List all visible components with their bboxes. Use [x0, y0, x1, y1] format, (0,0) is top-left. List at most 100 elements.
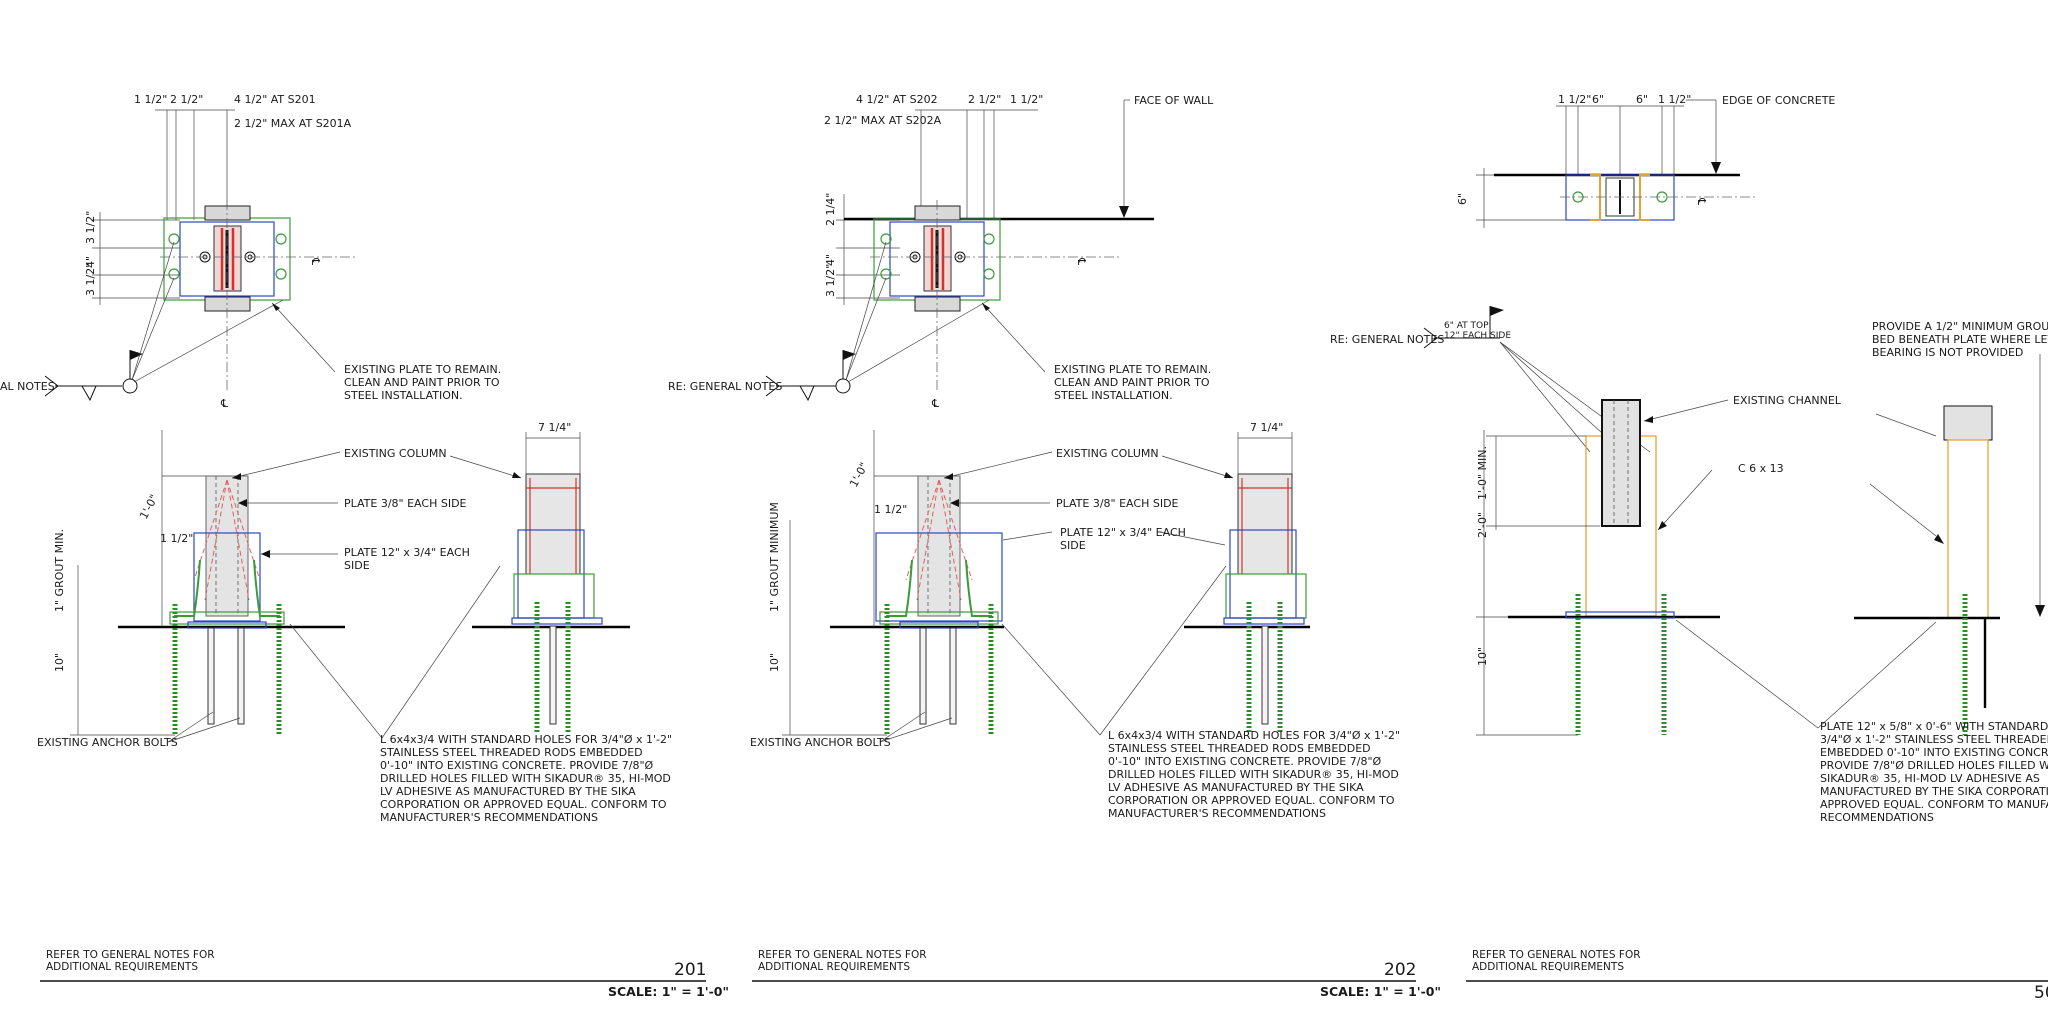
top-note-1: 6" AT TOP [1444, 321, 1489, 331]
general-notes-ref: AL NOTES [0, 380, 55, 393]
dim-grout-min: 1" GROUT MIN. [53, 529, 66, 612]
dim-grout-minimum: 1" GROUT MINIMUM [768, 502, 781, 612]
general-notes-ref: RE: GENERAL NOTES [1330, 333, 1444, 346]
dim-1-1-2-b: 1 1/2" [1658, 93, 1691, 106]
general-notes-ref: RE: GENERAL NOTES [668, 380, 782, 393]
dim-1-1-2: 1 1/2" [1010, 93, 1043, 106]
existing-column-label: EXISTING COLUMN [344, 447, 447, 460]
dim-1-0: 1'-0" [847, 460, 871, 489]
vdim-6: 6" [1456, 193, 1469, 205]
face-of-wall-label: FACE OF WALL [1134, 94, 1214, 107]
dim-2-1-2-max-s201a: 2 1/2" MAX AT S201A [234, 117, 352, 130]
plate-note-4: PROVIDE 7/8"Ø DRILLED HOLES FILLED WITH [1820, 759, 2048, 772]
angle-note-4: DRILLED HOLES FILLED WITH SIKADUR® 35, H… [1108, 768, 1399, 781]
dim-1-0: 1'-0" [137, 492, 161, 521]
existing-column-label: EXISTING COLUMN [1056, 447, 1159, 460]
refer-line-1: REFER TO GENERAL NOTES FOR [46, 949, 215, 961]
plate-note-203: PLATE 12" x 5/8" x 0'-6" WITH STANDARD H… [1820, 720, 2048, 824]
refer-line-2: ADDITIONAL REQUIREMENTS [46, 961, 198, 973]
angle-note-5: LV ADHESIVE AS MANUFACTURED BY THE SIKA [1108, 781, 1364, 794]
centerline-mark-bottom: ℄ [931, 397, 939, 410]
angle-note-7: MANUFACTURER'S RECOMMENDATIONS [380, 811, 598, 824]
dim-1-1-2-elev: 1 1/2" [160, 532, 193, 545]
plate-note-line-3: STEEL INSTALLATION. [344, 389, 463, 402]
channel-label: C 6 x 13 [1738, 462, 1784, 475]
dim-10: 10" [1476, 647, 1489, 666]
side-elevation-201: 7 1/4" [449, 421, 630, 732]
angle-note-4: DRILLED HOLES FILLED WITH SIKADUR® 35, H… [380, 772, 671, 785]
dim-6-a: 6" [1592, 93, 1604, 106]
plate-note-7: APPROVED EQUAL. CONFORM TO MANUFACTURER'… [1820, 798, 2048, 811]
dim-6-b: 6" [1636, 93, 1648, 106]
plan-view-201: 1 1/2" 2 1/2" 4 1/2" AT S201 2 1/2" MAX … [0, 93, 501, 410]
plate-12-label-2: SIDE [1060, 539, 1086, 552]
plate-12-label-2: SIDE [344, 559, 370, 572]
dim-1-0-min: 1'-0" MIN. [1476, 446, 1489, 500]
detail-number: 202 [1384, 960, 1416, 980]
centerline-mark: ℄ [1075, 257, 1088, 265]
elevation-202: 1'-0" 1 1/2" 1" GROUT MINIMUM 10" EXISTI… [750, 430, 1227, 749]
plate-note-8: RECOMMENDATIONS [1820, 811, 1934, 824]
refer-line-2: ADDITIONAL REQUIREMENTS [1472, 961, 1624, 973]
dim-1-1-2-elev: 1 1/2" [874, 503, 907, 516]
dim-2-1-2: 2 1/2" [968, 93, 1001, 106]
vdim-2-1-4: 2 1/4" [824, 193, 837, 226]
general-notes-ref-203: RE: GENERAL NOTES 6" AT TOP 12" EACH SID… [1330, 306, 1651, 453]
angle-note-2: STAINLESS STEEL THREADED RODS EMBEDDED [1108, 742, 1371, 755]
vdim-3-1-2: 3 1/2" [824, 264, 837, 297]
plate-note-2: 3/4"Ø x 1'-2" STAINLESS STEEL THREADED R… [1820, 733, 2048, 746]
dim-2-1-2-max-s202a: 2 1/2" MAX AT S202A [824, 114, 942, 127]
vdim-4: 4" [824, 254, 837, 266]
plate-note-line-1: EXISTING PLATE TO REMAIN. [1054, 363, 1211, 376]
dim-2-1-2: 2 1/2" [170, 93, 203, 106]
angle-note-2: STAINLESS STEEL THREADED RODS EMBEDDED [380, 746, 643, 759]
plate-note-line-2: CLEAN AND PAINT PRIOR TO [1054, 376, 1210, 389]
grout-note-2: BED BENEATH PLATE WHERE LEVEL [1872, 333, 2048, 346]
plate-note-line-2: CLEAN AND PAINT PRIOR TO [344, 376, 500, 389]
angle-note-6: CORPORATION OR APPROVED EQUAL. CONFORM T… [1108, 794, 1395, 807]
plan-view-202: 4 1/2" AT S202 2 1/2" MAX AT S202A 2 1/2… [668, 93, 1214, 410]
top-note-2: 12" EACH SIDE [1444, 331, 1511, 341]
dim-1-1-2-a: 1 1/2" [1558, 93, 1591, 106]
side-dim: 7 1/4" [1250, 421, 1283, 434]
grout-note-3: BEARING IS NOT PROVIDED [1872, 346, 2023, 359]
elevation-201: 1'-0" 1 1/2" 1" GROUT MIN. 10" EXISTING … [37, 430, 501, 749]
dim-4-1-2-s202: 4 1/2" AT S202 [856, 93, 938, 106]
angle-note-3: 0'-10" INTO EXISTING CONCRETE. PROVIDE 7… [1108, 755, 1382, 768]
elevation-203: 1'-0" MIN. 2'-0" 10" EXISTING CHANNEL C … [1476, 394, 1937, 736]
vdim-3-1-2-b: 3 1/2" [84, 263, 97, 296]
plate-note-line-1: EXISTING PLATE TO REMAIN. [344, 363, 501, 376]
side-dim: 7 1/4" [538, 421, 571, 434]
dim-10: 10" [53, 653, 66, 672]
plate-12-label-1: PLATE 12" x 3/4" EACH [1060, 526, 1186, 539]
centerline-mark-bottom: ℄ [220, 397, 228, 410]
centerline-mark: ℄ [1695, 197, 1708, 205]
grout-note-1: PROVIDE A 1/2" MINIMUM GROUT [1872, 320, 2048, 333]
plate-3-8-label: PLATE 3/8" EACH SIDE [1056, 497, 1179, 510]
dim-1-1-2: 1 1/2" [134, 93, 167, 106]
detail-number: 50 [2034, 983, 2048, 1003]
vdim-3-1-2: 3 1/2" [84, 211, 97, 244]
side-elevation-202: 7 1/4" [1161, 421, 1310, 732]
anchor-bolts-label: EXISTING ANCHOR BOLTS [37, 736, 178, 749]
angle-note-7: MANUFACTURER'S RECOMMENDATIONS [1108, 807, 1326, 820]
centerline-mark: ℄ [309, 257, 322, 265]
plate-note-1: PLATE 12" x 5/8" x 0'-6" WITH STANDARD H… [1820, 720, 2048, 733]
vdim-4: 4" [84, 256, 97, 268]
angle-note-3: 0'-10" INTO EXISTING CONCRETE. PROVIDE 7… [380, 759, 654, 772]
detail-number: 201 [674, 960, 706, 980]
refer-line-1: REFER TO GENERAL NOTES FOR [1472, 949, 1641, 961]
plate-note-line-3: STEEL INSTALLATION. [1054, 389, 1173, 402]
dim-4-1-2-s201: 4 1/2" AT S201 [234, 93, 316, 106]
plate-12-label-1: PLATE 12" x 3/4" EACH [344, 546, 470, 559]
plate-note-3: EMBEDDED 0'-10" INTO EXISTING CONCRETE. [1820, 746, 2048, 759]
existing-channel-label: EXISTING CHANNEL [1733, 394, 1842, 407]
edge-of-concrete-label: EDGE OF CONCRETE [1722, 94, 1835, 107]
dim-2-0: 2'-0" [1476, 512, 1489, 538]
dim-10: 10" [768, 653, 781, 672]
angle-note-1: L 6x4x3/4 WITH STANDARD HOLES FOR 3/4"Ø … [1108, 729, 1400, 742]
plate-note-5: SIKADUR® 35, HI-MOD LV ADHESIVE AS [1820, 772, 2040, 785]
scale-label: SCALE: 1" = 1'-0" [1320, 984, 1441, 999]
plate-note-6: MANUFACTURED BY THE SIKA CORPORATION OR [1820, 785, 2048, 798]
